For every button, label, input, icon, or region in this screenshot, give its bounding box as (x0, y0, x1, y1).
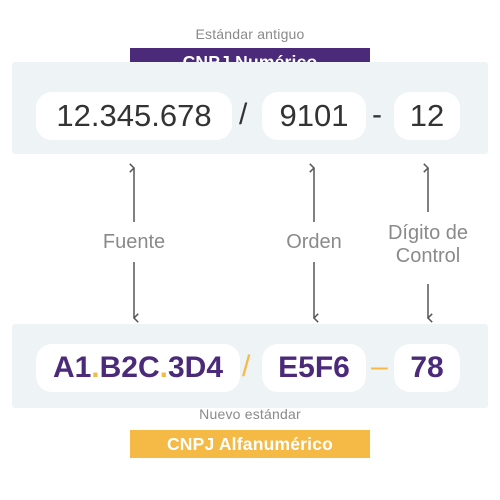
legacy-base-value: 12.345.678 (56, 98, 212, 133)
modern-order-box: E5F6 (262, 344, 366, 392)
modern-base-seg-1: A1 (52, 351, 92, 384)
modern-base-seg-2: B2C (99, 351, 160, 384)
legacy-base-box: 12.345.678 (36, 92, 232, 140)
legacy-check-box: 12 (394, 92, 460, 140)
label-check-line2: Control (395, 245, 461, 267)
modern-order-value: E5F6 (278, 351, 350, 384)
modern-base-seg-3: 3D4 (168, 351, 224, 384)
modern-base-dot-2: . (159, 351, 168, 384)
modern-check-box: 78 (394, 344, 460, 392)
legacy-check-value: 12 (409, 98, 445, 133)
legacy-order-box: 9101 (262, 92, 366, 140)
modern-check-value: 78 (410, 351, 444, 384)
label-order: Orden (286, 231, 342, 253)
legacy-slash: / (239, 98, 248, 131)
modern-title: CNPJ Alfanumérico (130, 430, 370, 458)
modern-slash: / (242, 350, 251, 383)
modern-caption: Nuevo estándar (199, 406, 301, 422)
label-check-digit: Dígito de Control (368, 222, 488, 268)
legacy-caption: Estándar antiguo (195, 26, 305, 42)
label-base: Fuente (102, 231, 166, 253)
modern-base-dot-1: . (91, 351, 100, 384)
modern-base-box: A1.B2C.3D4 (36, 344, 240, 392)
legacy-order-value: 9101 (279, 98, 349, 133)
modern-dash: – (371, 350, 388, 383)
label-check-line1: Dígito de (387, 222, 469, 244)
legacy-dash: - (372, 98, 382, 131)
